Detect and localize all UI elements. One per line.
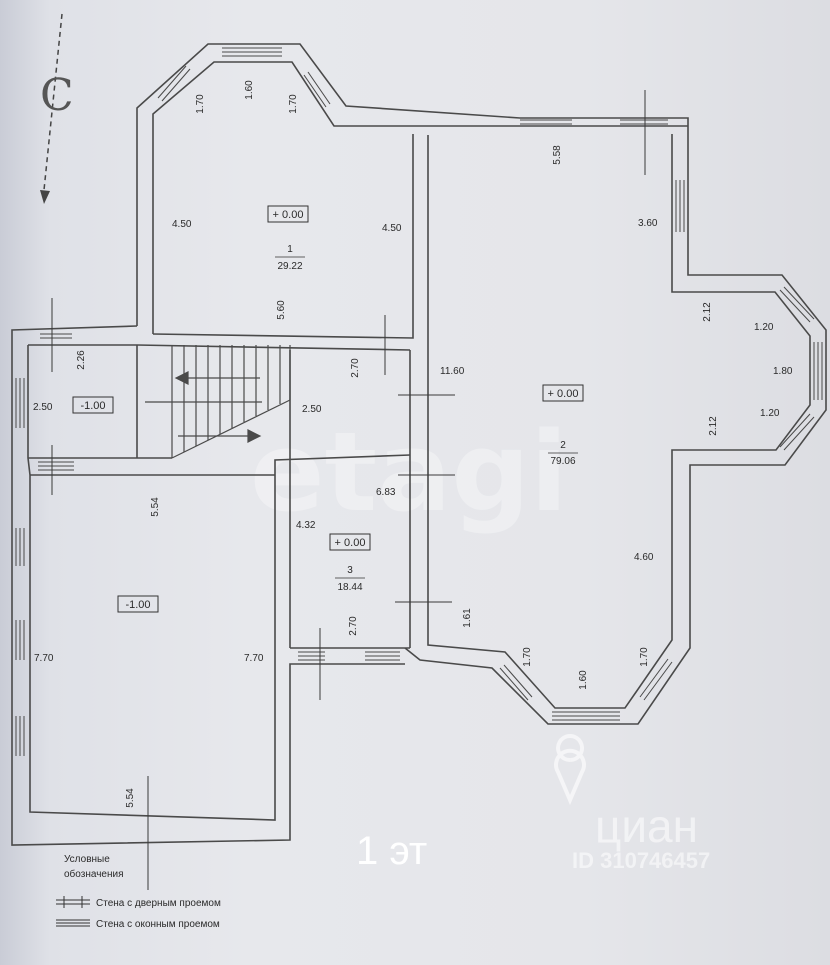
level-box-room1: + 0.00 bbox=[267, 205, 309, 223]
svg-text:79.06: 79.06 bbox=[550, 456, 575, 467]
dim-r2-bot-diag-left: 1.70 bbox=[522, 647, 533, 667]
dim-hall-top: 2.70 bbox=[350, 358, 361, 378]
dim-vestibule-left: 2.50 bbox=[33, 402, 53, 413]
walls bbox=[11, 43, 827, 846]
window-garage-left-2 bbox=[15, 620, 25, 660]
dim-r2-bay-face: 1.80 bbox=[773, 366, 793, 377]
svg-text:2: 2 bbox=[560, 440, 566, 451]
legend: Условные обозначения Стена с дверным про… bbox=[56, 854, 221, 930]
window-r2-right bbox=[675, 180, 685, 232]
svg-text:+ 0.00: + 0.00 bbox=[335, 537, 366, 549]
dim-garage-right: 7.70 bbox=[244, 653, 264, 664]
dim-r2-bay-upper: 2.12 bbox=[702, 302, 713, 322]
svg-text:-1.00: -1.00 bbox=[125, 599, 150, 611]
dim-stair-right: 2.50 bbox=[302, 404, 322, 415]
svg-text:1: 1 bbox=[287, 244, 293, 255]
dim-r1-right: 4.50 bbox=[382, 223, 402, 234]
room1-inner-right-bottom bbox=[152, 134, 414, 339]
dim-r2-bot-left: 1.61 bbox=[462, 608, 473, 628]
window-r2-bottom bbox=[552, 711, 620, 721]
dim-r2-bot-face: 1.60 bbox=[578, 670, 589, 690]
door-markers bbox=[51, 90, 646, 890]
window-bay-upper bbox=[779, 286, 815, 323]
level-box-room2: + 0.00 bbox=[542, 384, 584, 402]
dim-r2-bay-diag-upper: 1.20 bbox=[754, 322, 774, 333]
legend-window: Стена с оконным проемом bbox=[96, 919, 220, 930]
dim-r2-left: 11.60 bbox=[440, 366, 465, 377]
cian-id-watermark: ID 310746457 bbox=[572, 848, 710, 873]
level-box-room3: + 0.00 bbox=[329, 533, 371, 551]
dim-r1-bottom: 5.60 bbox=[276, 300, 287, 320]
dim-r2-bay-diag-lower: 1.20 bbox=[760, 408, 780, 419]
dim-r2-bay-lower: 2.12 bbox=[708, 416, 719, 436]
window-r1-left-diag bbox=[157, 65, 191, 102]
dimensions: 1.60 1.70 1.70 4.50 4.50 5.60 5.58 3.60 … bbox=[33, 80, 793, 808]
level-box-vestibule: -1.00 bbox=[72, 396, 114, 414]
window-garage-top bbox=[38, 461, 74, 471]
window-hall-bottom-left bbox=[298, 651, 325, 661]
cian-logo-icon bbox=[554, 734, 586, 806]
dim-r1-diag-left: 1.70 bbox=[195, 94, 206, 114]
room-1-label: 1 29.22 bbox=[275, 244, 305, 272]
legend-title-line2: обозначения bbox=[64, 868, 123, 880]
legend-door: Стена с дверным проемом bbox=[96, 898, 221, 909]
room-2-label: 2 79.06 bbox=[548, 440, 578, 467]
svg-text:29.22: 29.22 bbox=[277, 261, 302, 272]
window-garage-left-3 bbox=[15, 716, 25, 756]
dim-r1-top: 1.60 bbox=[244, 80, 255, 100]
window-hall-bottom bbox=[365, 651, 400, 661]
etagi-watermark: etagi bbox=[250, 408, 568, 536]
window-bay-face bbox=[813, 342, 823, 400]
dim-r1-left: 4.50 bbox=[172, 219, 192, 230]
dim-r2-bot-diag-right: 1.70 bbox=[639, 647, 650, 667]
dim-vestibule-top: 2.26 bbox=[76, 350, 87, 370]
window-r2-top bbox=[520, 119, 668, 125]
dim-garage-left: 7.70 bbox=[34, 653, 54, 664]
dim-r2-right-lower: 4.60 bbox=[634, 552, 654, 563]
outer-wall-right bbox=[136, 43, 827, 725]
room2-inner bbox=[427, 134, 811, 709]
staircase bbox=[145, 345, 291, 459]
dim-hall-bottom: 2.70 bbox=[348, 616, 359, 636]
dim-r2-top: 5.58 bbox=[552, 145, 563, 165]
cian-watermark: циан bbox=[595, 800, 698, 852]
window-garage-left-1 bbox=[15, 528, 25, 566]
svg-text:3: 3 bbox=[347, 565, 353, 576]
dim-r2-right-upper: 3.60 bbox=[638, 218, 658, 229]
north-letter: С bbox=[40, 70, 74, 121]
window-wall-icon bbox=[56, 919, 90, 927]
door-wall-icon bbox=[56, 896, 90, 908]
north-arrow: С bbox=[40, 13, 74, 204]
svg-text:+ 0.00: + 0.00 bbox=[273, 209, 304, 221]
dim-hall-right: 6.83 bbox=[376, 487, 396, 498]
window-r2-bottom-left-diag bbox=[499, 664, 533, 701]
dim-garage-top: 5.54 bbox=[150, 497, 161, 517]
room1-inner-top bbox=[152, 61, 688, 334]
window-r1-right-diag bbox=[303, 71, 331, 108]
window-vestibule-top bbox=[40, 333, 72, 339]
window-vestibule-left bbox=[15, 378, 25, 428]
window-r1-top bbox=[222, 47, 282, 57]
dim-garage-bottom: 5.54 bbox=[125, 788, 136, 808]
window-r2-bottom-right-diag bbox=[639, 658, 673, 701]
outer-wall-left bbox=[11, 325, 405, 846]
dim-r1-diag-right: 1.70 bbox=[288, 94, 299, 114]
room-3-label: 3 18.44 bbox=[335, 565, 365, 593]
svg-text:-1.00: -1.00 bbox=[80, 400, 105, 412]
svg-text:+ 0.00: + 0.00 bbox=[548, 388, 579, 400]
dim-hall-left: 4.32 bbox=[296, 520, 316, 531]
window-bay-lower bbox=[779, 413, 815, 451]
level-box-garage: -1.00 bbox=[117, 595, 159, 613]
floor-label: 1 эт bbox=[356, 829, 427, 873]
vestibule-top-inner bbox=[28, 344, 411, 351]
svg-text:18.44: 18.44 bbox=[337, 582, 362, 593]
legend-title-line1: Условные bbox=[64, 854, 110, 865]
